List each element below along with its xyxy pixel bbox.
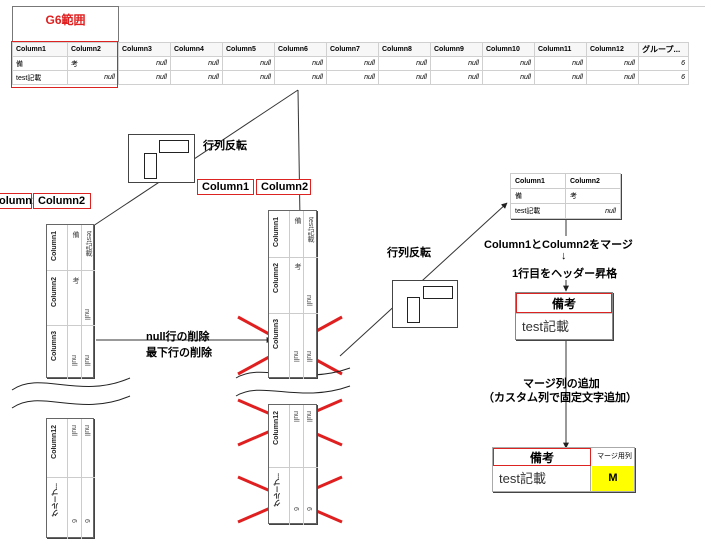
row-name: Column2 <box>273 263 280 293</box>
column1-label: Column1 <box>197 179 254 195</box>
row-value: 備 <box>294 217 301 224</box>
break-wave <box>235 385 351 397</box>
row-value: 6 <box>83 519 90 523</box>
row-value: null <box>292 411 299 422</box>
promoted-table: 備考 test記載 <box>515 292 613 340</box>
merge-column-value: M <box>592 466 634 491</box>
table-header-row: Column1 Column2 <box>510 173 621 189</box>
range-label: G6範囲 <box>45 13 86 27</box>
table-header-row: Column1 Column2 Column3 Column4 Column5 … <box>12 42 689 57</box>
row-value: null <box>305 351 312 362</box>
table-cell: null <box>378 70 431 85</box>
transpose-icon <box>392 280 458 328</box>
header-cell: Column11 <box>534 42 587 57</box>
row-value: 考 <box>294 263 301 270</box>
row-value: null <box>305 411 312 422</box>
row-value: 備 <box>72 231 79 238</box>
left-rotated-table-top: Column1 備 test記載 Column2 考 null Column3 … <box>46 224 95 379</box>
merge-column-header: マージ用列 <box>597 453 632 460</box>
row-value: null <box>305 295 312 306</box>
table-cell: null <box>326 70 379 85</box>
null-delete-caption: null行の削除 <box>146 331 210 343</box>
left-rotated-table-bottom: Column12 null null グループ... 6 6 <box>46 418 95 539</box>
header-cell: Column7 <box>326 42 379 57</box>
row-value: 6 <box>305 507 312 511</box>
header-cell: グループ... <box>638 42 689 57</box>
final-header: 備考 <box>493 448 591 466</box>
row-value: 6 <box>70 519 77 523</box>
table-cell: null <box>118 70 171 85</box>
top-data-table: Column1 Column2 Column3 Column4 Column5 … <box>12 42 689 85</box>
row-name: Column1 <box>273 217 280 247</box>
custom-column-caption: （カスタム列で固定文字追加） <box>483 392 637 404</box>
add-merge-column-caption: マージ列の追加 <box>523 378 600 390</box>
down-arrow-glyph: ↓ <box>561 250 567 262</box>
header-cell: Column9 <box>430 42 483 57</box>
left-column2-label: Column2 <box>33 193 91 209</box>
middle-rotated-table-top: Column1 備 test記載 Column2 考 null Column3 … <box>268 210 318 379</box>
merge-caption: Column1とColumn2をマージ <box>484 239 633 251</box>
row-value: null <box>292 351 299 362</box>
table-row: test記載 null <box>510 203 621 219</box>
row-name: グループ... <box>52 483 59 517</box>
range-label-box: G6範囲 <box>12 6 119 42</box>
transpose-icon <box>128 134 195 183</box>
row-value: null <box>83 355 90 366</box>
table-row: 備 考 null null null null null null null n… <box>12 56 689 71</box>
break-wave <box>11 377 131 391</box>
promoted-header: 備考 <box>516 293 612 313</box>
left-column1-label: olumn1 <box>0 193 39 209</box>
table-cell: 6 <box>638 70 689 85</box>
table-cell: null <box>222 70 275 85</box>
row-value: null <box>70 355 77 366</box>
table-cell: test記載 <box>510 203 566 219</box>
final-table: 備考 マージ用列 test記載 M <box>492 447 635 492</box>
row-name: Column2 <box>51 277 58 307</box>
row-value: null <box>83 309 90 320</box>
table-cell: null <box>565 203 621 219</box>
transpose-caption-1: 行列反転 <box>203 140 247 152</box>
break-wave <box>11 395 131 409</box>
row-name: Column3 <box>51 331 58 361</box>
row-value: 考 <box>72 277 79 284</box>
table-row: 備 考 <box>510 188 621 204</box>
top-rule <box>119 6 705 7</box>
row-value: test記載 <box>307 217 314 243</box>
promoted-value: test記載 <box>516 313 612 340</box>
header-cell: Column8 <box>378 42 431 57</box>
transposed-back-table: Column1 Column2 備 考 test記載 null <box>510 173 621 219</box>
table-row: test記載 null null null null null null nul… <box>12 70 689 85</box>
table-cell: 考 <box>565 188 621 204</box>
row-value: null <box>70 425 77 436</box>
header-cell: Column1 <box>510 173 566 189</box>
row-value: null <box>83 425 90 436</box>
middle-rotated-table-bottom: Column12 null null グループ... 6 6 <box>268 404 318 525</box>
table-cell: null <box>274 70 327 85</box>
g6-range-highlight <box>11 41 118 88</box>
table-cell: 備 <box>510 188 566 204</box>
row-name: Column3 <box>273 319 280 349</box>
row-name: Column12 <box>51 425 58 459</box>
row-name: Column1 <box>51 231 58 261</box>
last-row-delete-caption: 最下行の削除 <box>146 347 212 359</box>
header-cell: Column5 <box>222 42 275 57</box>
arrow-to-right-table <box>339 202 508 357</box>
transpose-caption-2: 行列反転 <box>387 247 431 259</box>
final-value: test記載 <box>493 466 591 492</box>
row-value: test記載 <box>85 231 92 257</box>
header-cell: Column3 <box>118 42 171 57</box>
row-value: 6 <box>292 507 299 511</box>
row-name: Column12 <box>273 411 280 445</box>
row-name: グループ... <box>274 473 281 507</box>
arrow-to-middle-table <box>296 89 303 221</box>
promote-header-caption: 1行目をヘッダー昇格 <box>512 268 618 280</box>
column2-label: Column2 <box>256 179 311 195</box>
table-cell: null <box>170 70 223 85</box>
header-cell: Column2 <box>565 173 621 189</box>
